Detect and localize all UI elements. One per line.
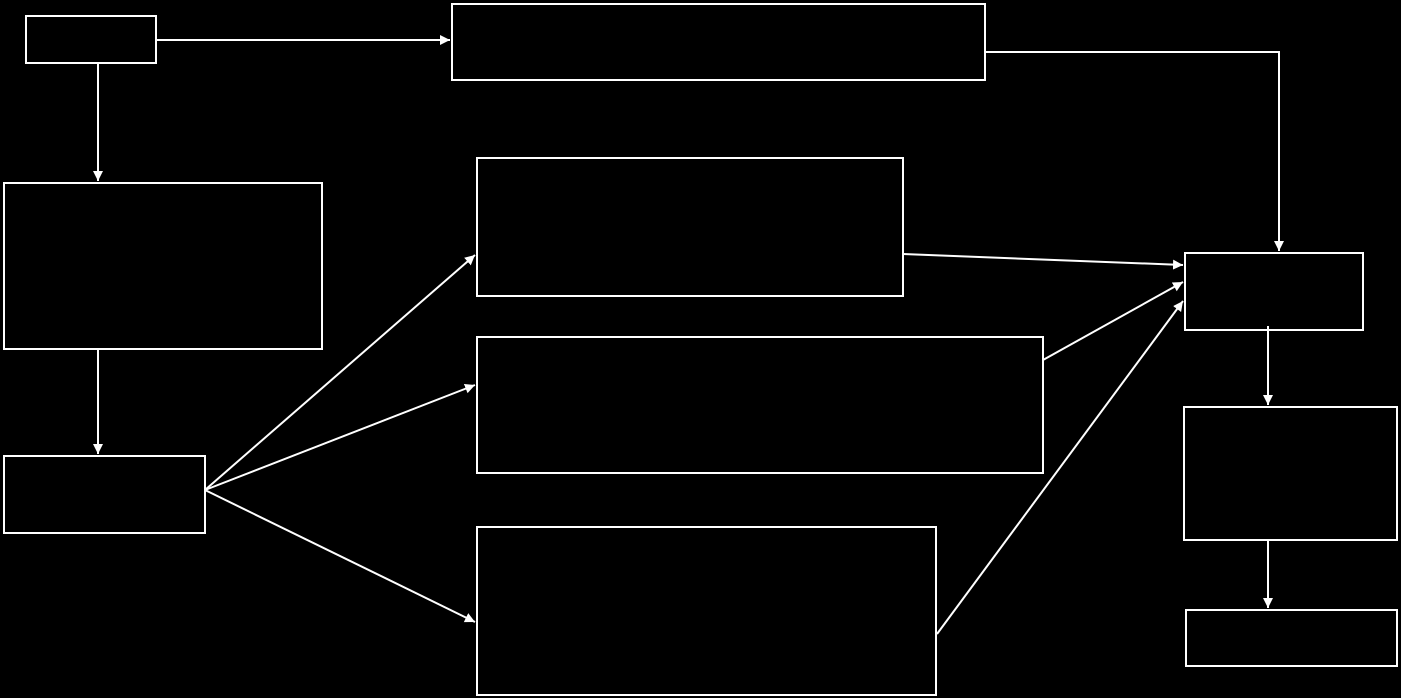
edge-middle-bottom-to-right-top <box>936 300 1184 635</box>
node-box-top-wide <box>451 3 986 81</box>
edge-middle-top-to-right-top <box>902 253 1184 270</box>
node-box-left-large <box>3 182 323 350</box>
node-right-bottom <box>1185 609 1398 667</box>
node-middle-bottom <box>476 526 937 696</box>
node-top-left <box>25 15 157 64</box>
node-box-left-small <box>3 455 206 534</box>
edge-left-small-to-middle-top <box>204 254 476 491</box>
node-left-large <box>3 182 323 350</box>
node-box-top-left <box>25 15 157 64</box>
edge-left-small-to-middle-bottom <box>204 489 476 623</box>
node-box-middle-bottom <box>476 526 937 696</box>
node-middle-top <box>476 157 904 297</box>
edges-layer <box>93 35 1284 635</box>
edge-left-small-to-middle-mid <box>204 383 476 491</box>
edge-top-wide-to-right-top <box>986 51 1284 251</box>
node-box-right-bottom <box>1185 609 1398 667</box>
node-box-right-top <box>1184 252 1364 331</box>
node-top-wide <box>451 3 986 81</box>
edge-middle-mid-to-right-top <box>1042 281 1184 361</box>
node-middle-mid <box>476 336 1044 474</box>
nodes-layer <box>3 3 1398 696</box>
node-box-middle-top <box>476 157 904 297</box>
node-right-mid <box>1183 406 1398 541</box>
node-box-right-mid <box>1183 406 1398 541</box>
node-left-small <box>3 455 206 534</box>
node-right-top <box>1184 252 1364 331</box>
node-box-middle-mid <box>476 336 1044 474</box>
